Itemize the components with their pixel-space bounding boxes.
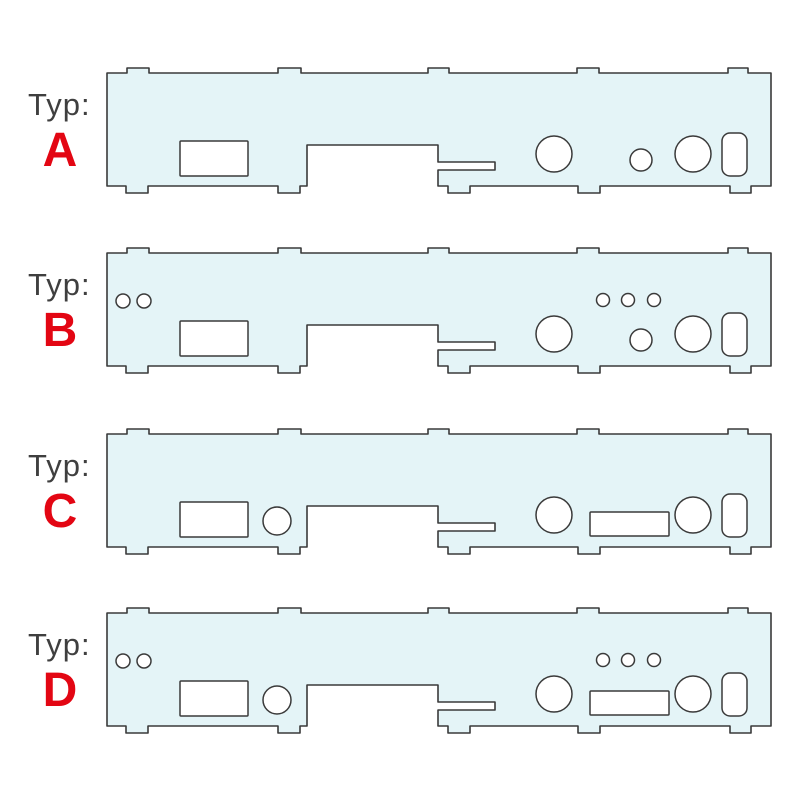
panel-a-plate — [106, 67, 772, 194]
panel-d-cutout-circle-big-right — [674, 675, 712, 713]
panel-b-cutout-triple-circle-2 — [620, 292, 636, 308]
panel-c-label: Typ: C — [28, 448, 92, 538]
panel-d-cutout-rect-left — [179, 680, 249, 717]
panel-b-cutout-circle-small-mid — [629, 328, 653, 352]
panel-b-cutout-circle-big-right — [674, 315, 712, 353]
panel-b-type-prefix: Typ: — [28, 267, 91, 302]
panel-d-type-prefix: Typ: — [28, 627, 91, 662]
panel-a-cutout-circle-big-left — [535, 135, 573, 173]
panel-a-cutout-rect-left — [179, 140, 249, 177]
panel-b-cutout-pair-circle-1 — [115, 293, 131, 309]
panel-b-plate — [106, 247, 772, 374]
panel-b-letter: B — [42, 304, 78, 357]
panel-b-cutout-rect-left — [179, 320, 249, 357]
panel-d-cutout-triple-circle-3 — [646, 652, 662, 668]
panel-a-cutout-circle-big-right — [674, 135, 712, 173]
panel-d-cutout-pair-circle-2 — [136, 653, 152, 669]
panel-b-cutout-triple-circle-1 — [595, 292, 611, 308]
panel-d-cutout-triple-circle-1 — [595, 652, 611, 668]
panel-b-cutout-triple-circle-3 — [646, 292, 662, 308]
panel-d-label: Typ: D — [28, 627, 92, 717]
panel-c-cutout-rect-mid-right — [589, 511, 670, 537]
panel-c-cutout-rect-left — [179, 501, 249, 538]
panel-d-cutout-pair-circle-1 — [115, 653, 131, 669]
panel-b-cutout-circle-big-left — [535, 315, 573, 353]
panel-a-label: Typ: A — [28, 87, 92, 177]
panel-c-type-prefix: Typ: — [28, 448, 91, 483]
panel-d-cutout-triple-circle-2 — [620, 652, 636, 668]
panel-b-cutout-pill-right — [721, 312, 748, 357]
panel-d-cutout-rect-mid-right — [589, 690, 670, 716]
panel-d-letter: D — [42, 664, 78, 717]
panel-c-cutout-circle-mid-left — [262, 506, 292, 536]
panel-c-plate — [106, 428, 772, 555]
panel-c-cutout-circle-big-right — [674, 496, 712, 534]
panel-d-cutout-circle-big-left — [535, 675, 573, 713]
panel-b-label: Typ: B — [28, 267, 92, 357]
panel-c-cutout-pill-right — [721, 493, 748, 538]
panel-a-cutout-pill-right — [721, 132, 748, 177]
panel-b-outline — [106, 247, 772, 374]
panel-a-type-prefix: Typ: — [28, 87, 91, 122]
panel-d-cutout-circle-mid-left — [262, 685, 292, 715]
panel-a-letter: A — [42, 124, 78, 177]
panel-b-cutout-pair-circle-2 — [136, 293, 152, 309]
panel-c-cutout-circle-big-left — [535, 496, 573, 534]
panel-d-plate — [106, 607, 772, 734]
panel-a-outline — [106, 67, 772, 194]
panel-d-cutout-pill-right — [721, 672, 748, 717]
panel-a-cutout-circle-small-mid — [629, 148, 653, 172]
panel-c-letter: C — [42, 485, 78, 538]
